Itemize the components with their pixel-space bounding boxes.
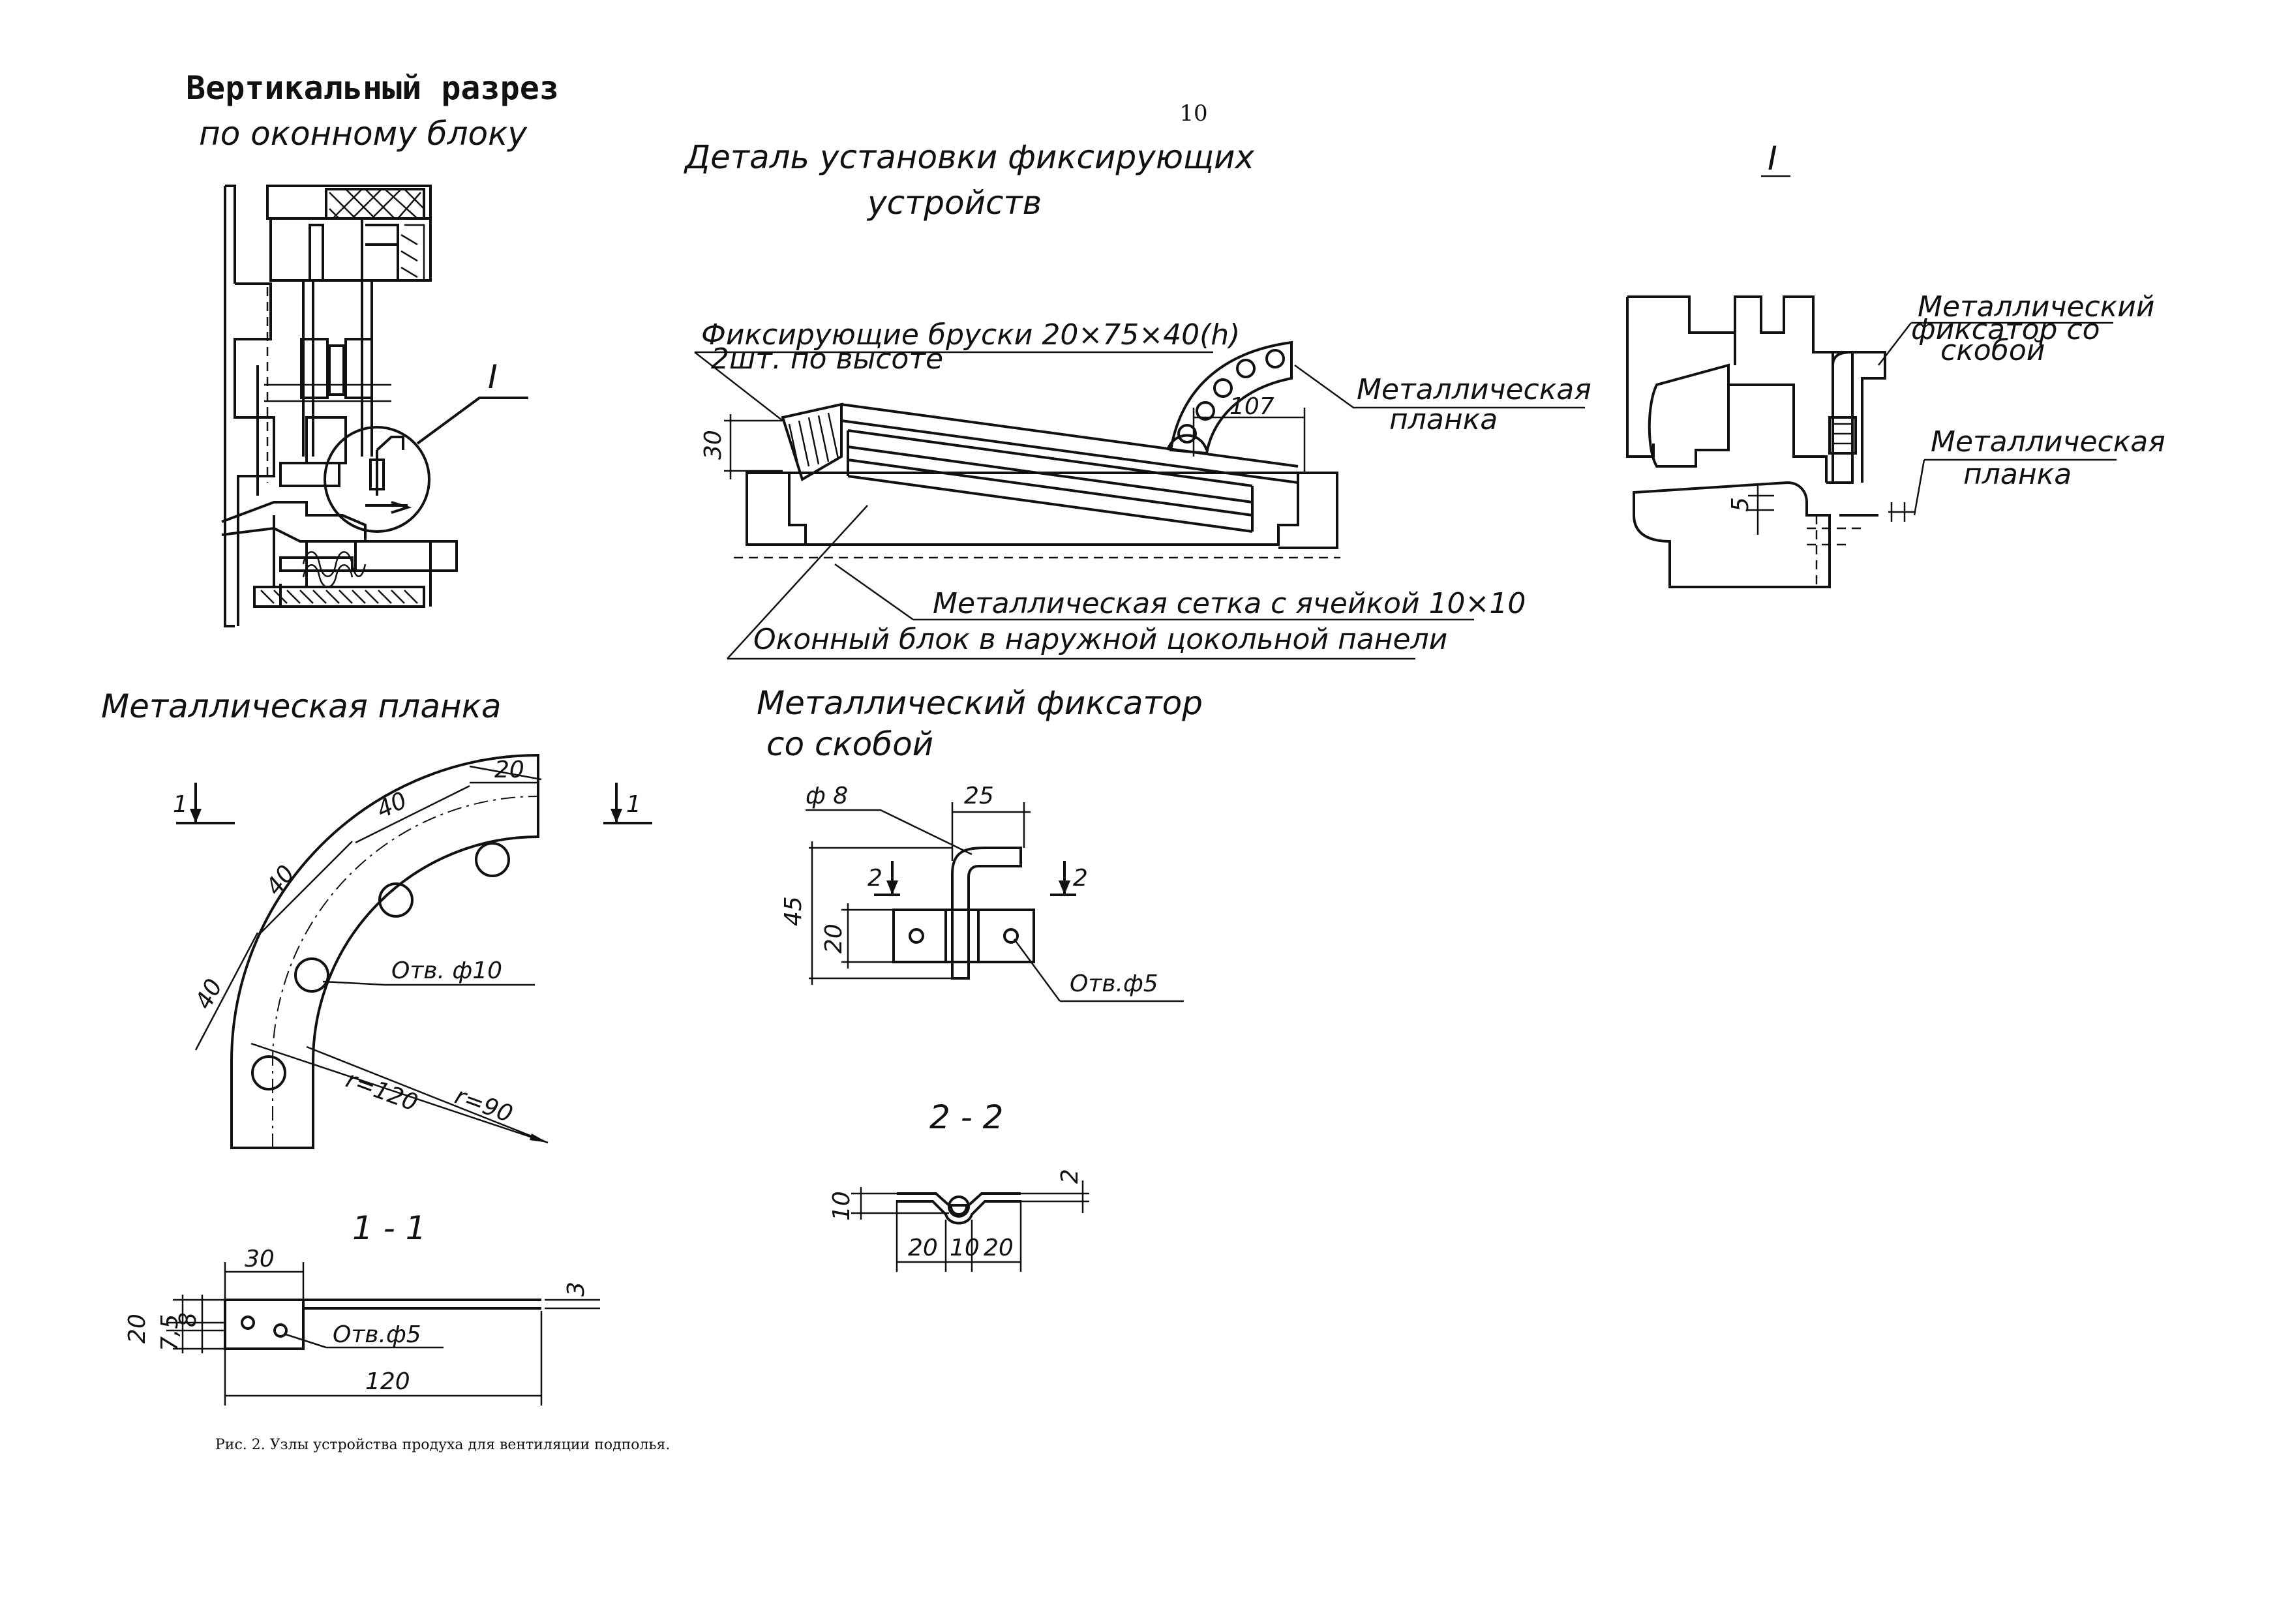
window-block-label: Оконный блок в наружной цокольной панели [753,623,1447,656]
detail-I-fixator-line2: фиксатор со [1911,313,2100,346]
plate-cut-right: 1 [626,791,641,818]
plate-hole-label: Отв. ф10 [391,957,502,984]
fixator-rod [951,847,1022,980]
callout-circle-I [324,426,430,533]
install-title-line1: Деталь установки фиксирующих [684,138,1255,176]
fixator-cut-right: 2 [1073,865,1088,892]
s11-dim-120: 120 [365,1368,410,1395]
s22-dim-20-right: 20 [984,1235,1014,1261]
s11-dim-30: 30 [245,1246,275,1272]
detail-I-plate-line2: планка [1963,458,2072,491]
s11-dim-20: 20 [124,1314,151,1344]
fixator-bracket [892,909,1035,963]
arc-plate-outline [230,753,539,1149]
detail-I-fixator-line1: Металлический [1918,290,2155,323]
fixator-cut-left: 2 [867,865,882,892]
fixator-view: Металлический фиксатор со скобой ф 8 25 … [757,684,1203,1002]
callout-label-I: I [488,358,498,396]
plate-label-line1: Металлическая [1357,373,1591,406]
section-1-1-title: 1 - 1 [352,1209,426,1247]
s22-dim-10-v: 10 [828,1191,855,1221]
detail-I-fixator-line3: скобой [1940,334,2045,367]
fixator-dim-25: 25 [964,783,994,809]
section-2-2-profile [897,1192,1021,1207]
plate-dim-40-mid: 40 [261,860,301,900]
section-2-2-title: 2 - 2 [929,1098,1003,1136]
plate-dim-20: 20 [494,757,524,783]
detail-I-view: I 5 Металлический фиксатор со скобой Мет… [1626,140,2165,588]
section-1-1-view: 1 - 1 30 120 3 20 7,5 8 Отв.ф5 [124,1209,600,1406]
plate-r-outer: r=120 [342,1066,421,1117]
s11-dim-8: 8 [175,1312,202,1327]
fixator-dia-label: ф 8 [806,783,848,809]
plate-dim-40-left: 40 [190,975,228,1014]
plate-title: Металлическая планка [101,687,502,725]
fixator-title-line1: Металлический фиксатор [757,684,1203,722]
page-number: 10 [1179,100,1207,127]
s22-dim-20-left: 20 [908,1235,938,1261]
install-detail-view: Деталь установки фиксирующих устройств Ф… [684,138,1591,660]
s11-dim-7-5: 7,5 [157,1314,183,1351]
install-dim-107: 107 [1229,393,1274,420]
mesh-label: Металлическая сетка с ячейкой 10×10 [933,587,1526,620]
s11-hole-label: Отв.ф5 [333,1321,421,1348]
bars-label-line2: 2шт. по высоте [711,342,943,376]
plate-label-line2: планка [1389,403,1498,436]
vertical-section-view: Вертикальный разрез по оконному блоку I [186,69,559,627]
detail-I-title: I [1768,140,1777,177]
s22-dim-2: 2 [1057,1169,1083,1184]
fixator-title-line2: со скобой [766,725,933,763]
figure-caption: Рис. 2. Узлы устройства продуха для вент… [215,1437,670,1453]
section-2-2-view: 2 - 2 10 2 20 10 20 [828,1098,1089,1272]
section-title-line1: Вертикальный разрез [186,69,559,107]
install-dim-30: 30 [700,430,727,460]
detail-I-dim-5: 5 [1727,497,1754,512]
bars-label-line1: Фиксирующие бруски 20×75×40(h) [701,318,1240,352]
detail-I-plate-line1: Металлическая [1931,425,2165,459]
s11-dim-3: 3 [563,1282,590,1297]
metal-plate-view: Металлическая планка 1 1 r=120 r=90 Отв.… [101,687,652,1149]
install-title-line2: устройств [866,184,1042,222]
fixator-hole-label: Отв.ф5 [1070,970,1158,997]
fixator-dim-45: 45 [780,896,807,926]
section-1-1-plate [224,1299,305,1350]
section-title-line2: по оконному блоку [199,115,528,153]
fixator-dim-20: 20 [821,924,847,954]
plate-cut-left: 1 [173,791,188,818]
s22-dim-10: 10 [950,1235,980,1261]
